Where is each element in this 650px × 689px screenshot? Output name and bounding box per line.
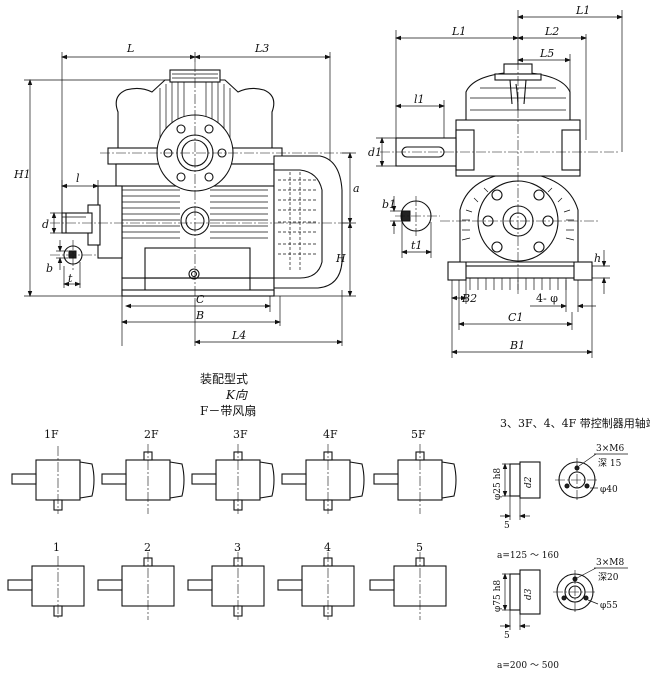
dim-B2: B2 [461, 292, 477, 305]
small-range: a=125 ～ 160 [497, 551, 559, 561]
dim-d1: d1 [368, 146, 382, 159]
dim-h: h [594, 252, 601, 265]
dim-B1: B1 [509, 339, 525, 352]
dim-L3: L3 [254, 42, 269, 55]
variant-5 [369, 552, 447, 620]
large-thread-depth: 深20 [598, 572, 619, 583]
dim-L1: L1 [451, 25, 466, 38]
large-pcd: φ55 [600, 601, 618, 611]
controller-shaft-large: φ75 h8 d3 5 3×M8 深20 φ55 a=200 ～ 500 [493, 558, 628, 671]
variant-label-3: 3 [234, 541, 241, 554]
small-pcd: φ40 [600, 485, 618, 495]
caption-assembly-type: 装配型式 [200, 372, 248, 386]
dim-4-phi: 4- φ [536, 292, 558, 305]
controller-shaft-details: 3、3F、4、4F 带控制器用轴端 φ25 h8 d2 5 3× [493, 416, 650, 671]
small-shaft-length: 5 [504, 521, 510, 531]
dim-b: b [46, 262, 53, 275]
dim-b1: b1 [382, 198, 396, 211]
variant-4F [281, 444, 365, 514]
variant-5F [373, 444, 457, 514]
variant-2F [101, 444, 185, 514]
variant-label-2: 2 [144, 541, 151, 554]
dim-L1-top: L1 [575, 4, 590, 17]
variant-label-4: 4 [324, 541, 331, 554]
dim-L4: L4 [231, 329, 246, 342]
dim-a: a [353, 182, 360, 195]
variant-3F [191, 444, 275, 514]
caption: 装配型式 K向 F－带风扇 [200, 372, 256, 418]
variant-label-4F: 4F [323, 428, 338, 441]
variant-1F [11, 446, 95, 514]
caption-fan: F－带风扇 [200, 403, 256, 418]
dim-L: L [126, 42, 134, 55]
small-shaft-d-label: d2 [524, 476, 534, 488]
plain-variants-row: 1 2 3 4 5 [7, 541, 447, 620]
variant-2 [97, 552, 175, 620]
dim-L5: L5 [539, 47, 554, 60]
variant-label-5: 5 [416, 541, 423, 554]
variant-1 [7, 556, 85, 620]
dim-H1: H1 [13, 168, 31, 181]
large-shaft-diameter: φ75 h8 [493, 580, 503, 612]
large-shaft-d-label: d3 [524, 588, 534, 600]
large-thread-spec: 3×M8 [596, 558, 624, 568]
dim-t: t [68, 272, 73, 285]
variant-label-1: 1 [53, 541, 60, 554]
dim-H: H [335, 252, 346, 265]
variant-label-1F: 1F [44, 428, 59, 441]
dim-l1: l1 [414, 93, 425, 106]
small-shaft-diameter: φ25 h8 [493, 468, 503, 500]
small-thread-depth: 深 15 [598, 458, 622, 469]
side-view: L1 L1 L2 L5 l1 d1 b1 t1 h B2 4- φ C1 B1 [368, 4, 623, 358]
large-range: a=200 ～ 500 [497, 661, 559, 671]
caption-k-view: K向 [225, 388, 248, 402]
controller-shaft-title: 3、3F、4、4F 带控制器用轴端 [500, 416, 650, 430]
variant-4 [277, 552, 355, 620]
dim-C: C [196, 293, 205, 306]
dim-l: l [76, 172, 80, 185]
fan-variants-row: 1F 2F 3F 4F 5F [11, 428, 457, 514]
dim-t1: t1 [411, 239, 422, 252]
large-shaft-length: 5 [504, 631, 510, 641]
variant-3 [187, 552, 265, 620]
variant-label-3F: 3F [233, 428, 248, 441]
dim-C1: C1 [508, 311, 523, 324]
dim-d: d [42, 218, 49, 231]
dim-B: B [195, 309, 204, 322]
controller-shaft-small: φ25 h8 d2 5 3×M6 深 15 φ40 a=125 ～ 160 [493, 444, 628, 561]
variant-label-2F: 2F [144, 428, 159, 441]
small-thread-spec: 3×M6 [596, 444, 624, 454]
variant-label-5F: 5F [411, 428, 426, 441]
front-view: L L3 H1 l d b t a H C B L4 [13, 42, 360, 346]
dim-L2: L2 [544, 25, 559, 38]
